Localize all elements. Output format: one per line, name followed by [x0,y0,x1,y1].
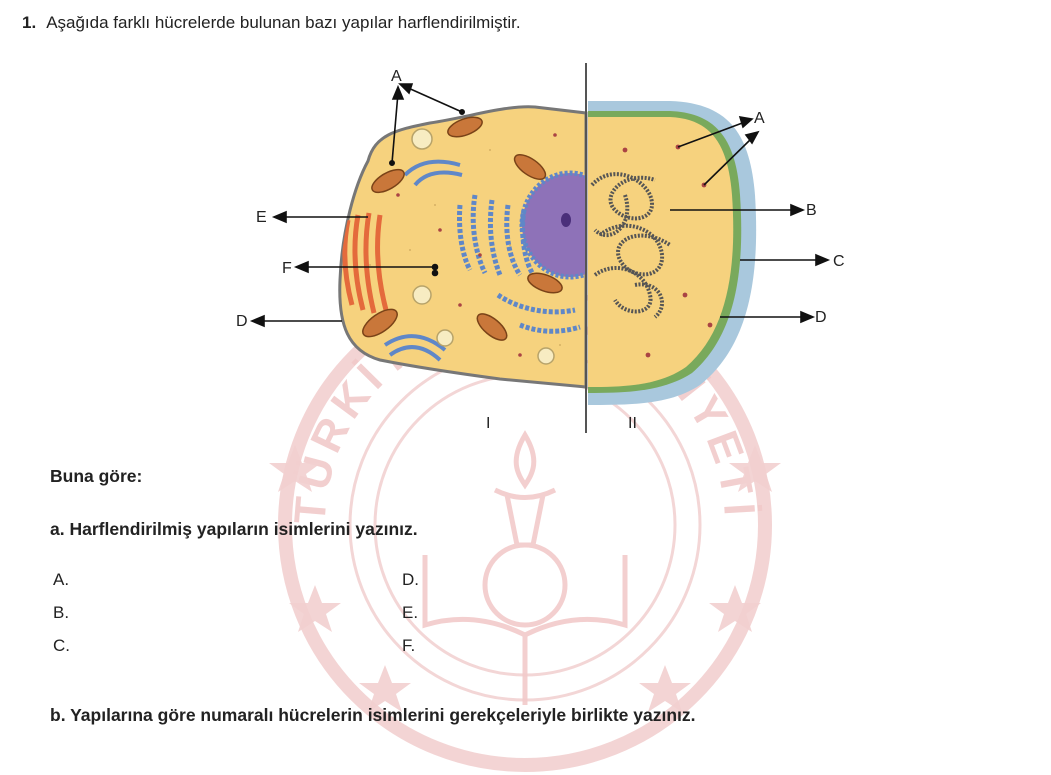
ministry-seal-watermark: TÜRKİYE CUMHURİYETİ MİLLÎ EĞİTİM BAKANLI… [255,295,781,772]
answer-line-d: D. [402,570,419,589]
plant-cytoplasm [588,117,734,387]
answer-line-a: A. [53,570,70,589]
question-header: 1. Aşağıda farklı hücrelerde bulunan bazı… [22,13,521,33]
cell-number-i: I [486,415,490,432]
animal-cell [338,105,588,389]
buna-gore-text: Buna göre: [50,466,143,486]
answer-line-b: B. [53,603,70,622]
label-f: F [282,260,292,277]
chromatin [590,172,672,319]
plant-cell [588,101,757,405]
label-d-right: D [815,309,827,326]
part-b-question: b. Yapılarına göre numaralı hücrelerin i… [50,705,696,725]
label-a-right: A [754,110,765,127]
cell-number-ii: II [628,415,637,432]
cell-diagram: A E F D A B C D I II [236,63,845,433]
part-a-question: a. Harflendirilmiş yapıların isimlerini … [50,519,418,539]
answer-line-e: E. [402,603,419,622]
label-a-left: A [391,68,402,85]
answer-line-f: F. [402,636,416,655]
question-number: 1. [22,13,37,32]
label-e: E [256,209,267,226]
question-prompt: Aşağıda farklı hücrelerde bulunan bazı y… [46,13,521,32]
answer-line-c: C. [53,636,70,655]
label-c: C [833,253,845,270]
label-d-left: D [236,313,248,330]
label-b: B [806,202,817,219]
